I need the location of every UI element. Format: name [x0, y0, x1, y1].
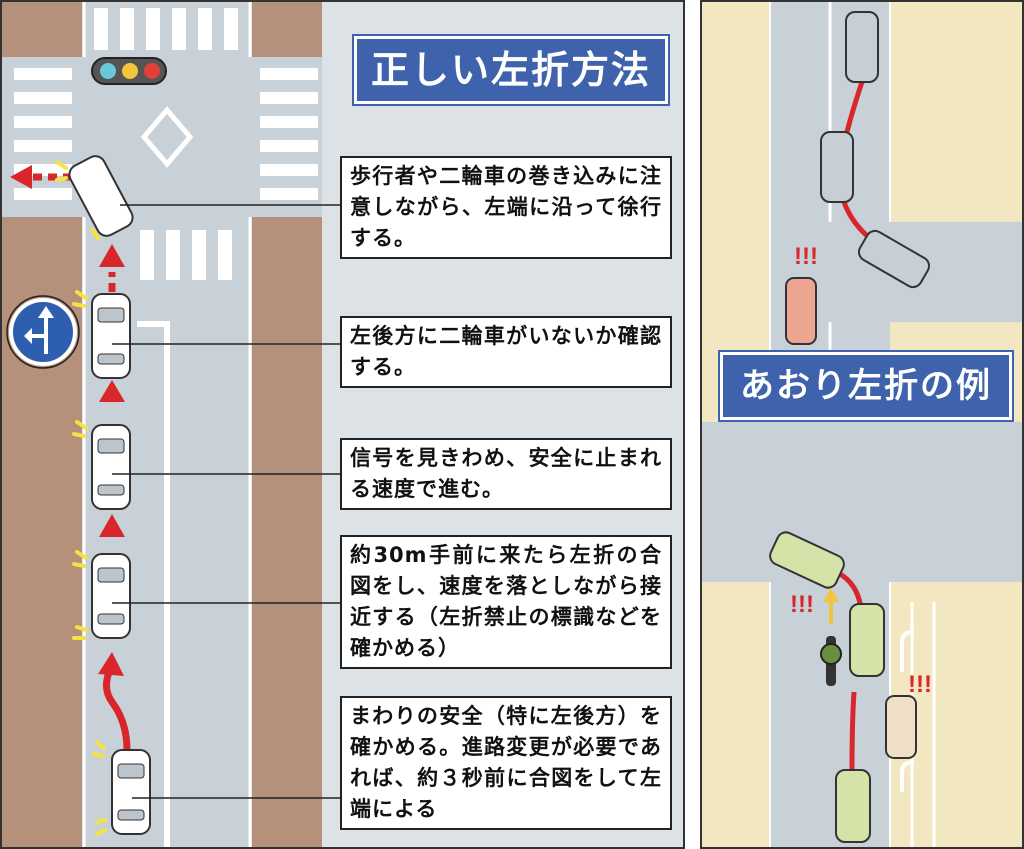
step-description: 歩行者や二輪車の巻き込みに注意しながら、左端に沿って徐行する。 — [340, 156, 672, 259]
correct-left-turn-illustration — [2, 2, 340, 847]
step-description: 信号を見きわめ、安全に止まれる速度で進む。 — [340, 438, 672, 510]
motorcycle-icon — [820, 636, 842, 686]
aori-left-turn-illustration: !!! !!! !!! — [702, 2, 1022, 847]
leader-lines — [112, 204, 340, 799]
step-description: まわりの安全（特に左後方）を確かめる。進路変更が必要であれば、約３秒前に合図をし… — [340, 696, 672, 830]
warning-mark: !!! — [790, 591, 814, 618]
motorcycle-arrow — [823, 588, 839, 624]
page-title: 正しい左折方法 — [354, 36, 668, 104]
step-description: 左後方に二輪車がいないか確認する。 — [340, 316, 672, 388]
center-line — [137, 321, 170, 847]
crosswalk-bottom — [140, 230, 232, 280]
cross-road-lower — [702, 422, 1022, 582]
crosswalk-right — [260, 68, 318, 200]
diamond-marking — [140, 106, 194, 168]
crosswalk-top — [94, 8, 238, 50]
aori-left-turn-panel: !!! !!! !!! あおり左折の例 — [700, 0, 1024, 849]
example-title: あおり左折の例 — [720, 352, 1012, 420]
traffic-signal-icon — [91, 57, 167, 85]
car — [769, 11, 931, 843]
warning-mark: !!! — [794, 243, 818, 270]
turn-signal-marks — [55, 160, 107, 836]
step-description: 約30m手前に来たら左折の合図をし、速度を落としながら接近する（左折禁止の標識な… — [340, 535, 672, 669]
correct-left-turn-panel: 正しい左折方法 歩行者や二輪車の巻き込みに注意しながら、左端に沿って徐行する。 … — [0, 0, 685, 849]
warning-mark: !!! — [908, 671, 932, 698]
direction-sign-icon — [6, 295, 80, 369]
lane-arrows — [900, 630, 915, 792]
